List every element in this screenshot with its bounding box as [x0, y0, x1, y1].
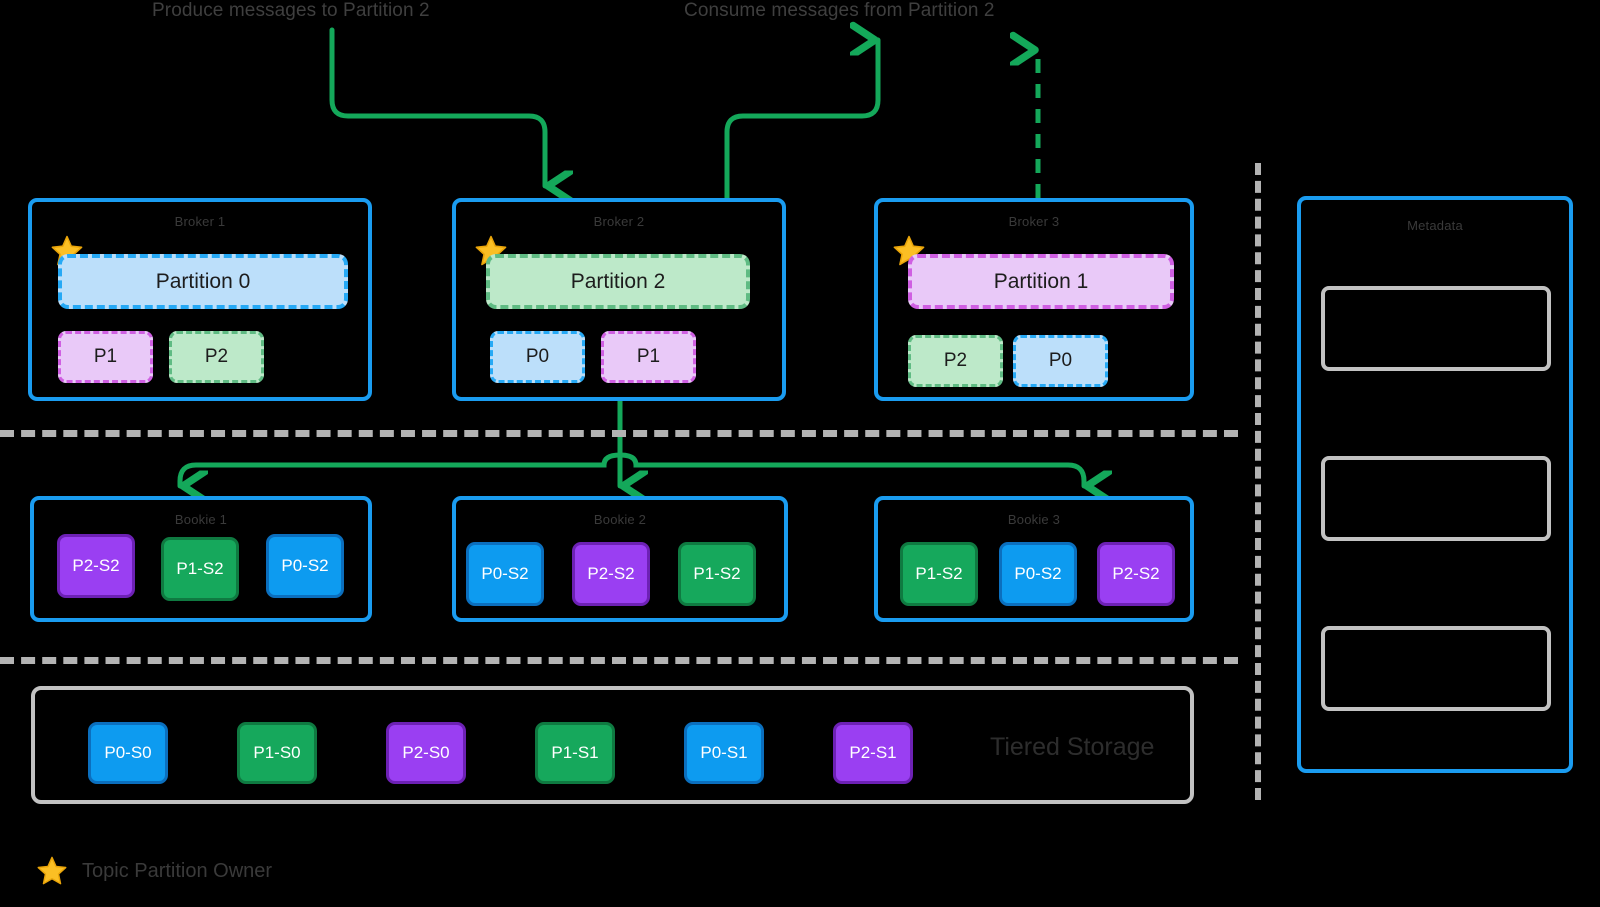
separator-broker-bookie	[0, 430, 1238, 437]
bookie-1-title: Bookie 1	[174, 512, 228, 527]
star-icon	[37, 856, 67, 885]
legend: Topic Partition Owner	[36, 855, 272, 887]
bookie-3-title: Bookie 3	[1007, 512, 1061, 527]
tiered-segment-3[interactable]: P1-S1	[535, 722, 615, 784]
bookie-2[interactable]: Bookie 2 P0-S2 P2-S2 P1-S2	[452, 496, 788, 622]
consume-arrow	[724, 40, 881, 201]
metadata-panel[interactable]: Metadata	[1297, 196, 1573, 773]
consume-flow-label: Consume messages from Partition 2	[684, 0, 995, 21]
bookie-3-segment-1[interactable]: P0-S2	[999, 542, 1077, 606]
separator-bookie-storage	[0, 657, 1238, 664]
tiered-segment-0[interactable]: P0-S0	[88, 722, 168, 784]
bookie-2-segment-0[interactable]: P0-S2	[466, 542, 544, 606]
broker-3-replica-0[interactable]: P2	[908, 335, 1003, 387]
separator-metadata	[1255, 163, 1261, 800]
metadata-slot-2[interactable]	[1321, 626, 1551, 711]
bookie-2-segment-1[interactable]: P2-S2	[572, 542, 650, 606]
broker-1-title: Broker 1	[174, 214, 226, 229]
bookie-1-segment-0[interactable]: P2-S2	[57, 534, 135, 598]
tiered-storage-title: Tiered Storage	[990, 733, 1155, 761]
bookie-2-title: Bookie 2	[593, 512, 647, 527]
replication-arrow-bookie3	[617, 452, 1084, 486]
broker-2-replica-1[interactable]: P1	[601, 331, 696, 383]
bookie-3-segment-0[interactable]: P1-S2	[900, 542, 978, 606]
broker-1-replica-1[interactable]: P2	[169, 331, 264, 383]
broker-1-owned-partition[interactable]: Partition 0	[58, 254, 348, 309]
broker-2-owned-partition[interactable]: Partition 2	[486, 254, 750, 309]
metadata-slot-0[interactable]	[1321, 286, 1551, 371]
tiered-segment-5[interactable]: P2-S1	[833, 722, 913, 784]
bookie-1-segment-1[interactable]: P1-S2	[161, 537, 239, 601]
broker-3-title: Broker 3	[1008, 214, 1060, 229]
legend-label: Topic Partition Owner	[82, 859, 273, 882]
tiered-segment-2[interactable]: P2-S0	[386, 722, 466, 784]
bookie-3-segment-2[interactable]: P2-S2	[1097, 542, 1175, 606]
broker-1[interactable]: Broker 1 Partition 0 P1 P2	[28, 198, 372, 401]
metadata-slot-1[interactable]	[1321, 456, 1551, 541]
broker-3[interactable]: Broker 3 Partition 1 P2 P0	[874, 198, 1194, 401]
replication-arrow-bookie1	[177, 452, 623, 486]
tiered-storage[interactable]: Tiered Storage P0-S0 P1-S0 P2-S0 P1-S1 P…	[31, 686, 1194, 804]
bookie-1[interactable]: Bookie 1 P2-S2 P1-S2 P0-S2	[30, 496, 372, 622]
broker-2-title: Broker 2	[593, 214, 645, 229]
broker-1-replica-0[interactable]: P1	[58, 331, 153, 383]
bookie-1-segment-2[interactable]: P0-S2	[266, 534, 344, 598]
broker-3-owned-partition[interactable]: Partition 1	[908, 254, 1174, 309]
broker-2-replica-0[interactable]: P0	[490, 331, 585, 383]
produce-arrow	[329, 27, 545, 186]
broker-2[interactable]: Broker 2 Partition 2 P0 P1	[452, 198, 786, 401]
bookie-3[interactable]: Bookie 3 P1-S2 P0-S2 P2-S2	[874, 496, 1194, 622]
produce-flow-label: Produce messages to Partition 2	[152, 0, 430, 21]
bookie-2-segment-2[interactable]: P1-S2	[678, 542, 756, 606]
metadata-title: Metadata	[1407, 218, 1463, 233]
broker-3-replica-1[interactable]: P0	[1013, 335, 1108, 387]
tiered-segment-1[interactable]: P1-S0	[237, 722, 317, 784]
tiered-segment-4[interactable]: P0-S1	[684, 722, 764, 784]
